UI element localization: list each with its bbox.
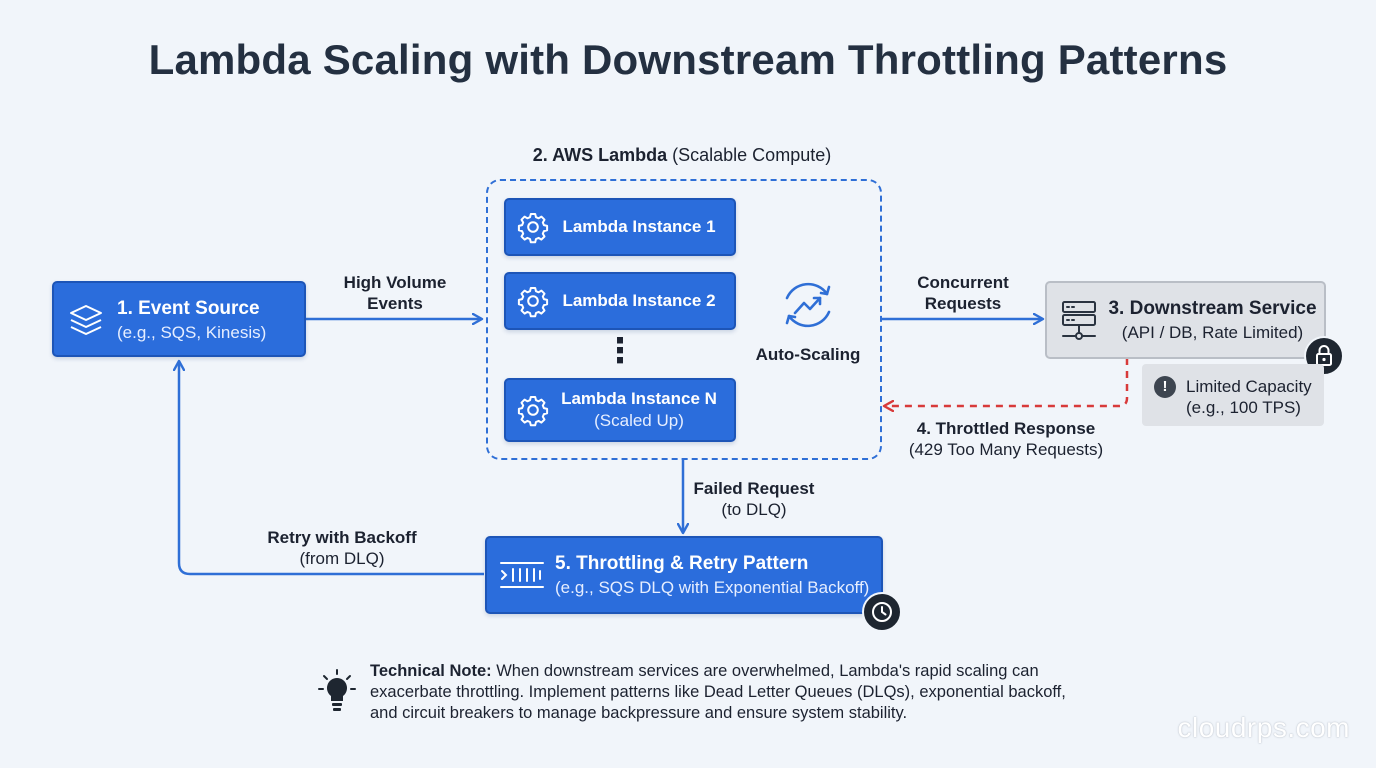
retry-pattern-title: 5. Throttling & Retry Pattern	[555, 553, 809, 574]
limited-capacity-line1: Limited Capacity	[1186, 377, 1312, 396]
lambda-heading: 2. AWS Lambda (Scalable Compute)	[532, 145, 832, 165]
lambda-instance-label: Lambda Instance 1	[562, 217, 716, 236]
layers-icon	[70, 305, 102, 335]
lambda-container	[486, 179, 882, 460]
throttled-response-label: 4. Throttled Response(429 Too Many Reque…	[908, 419, 1104, 459]
gear-icon	[517, 287, 549, 318]
clock-icon	[862, 592, 902, 632]
failed-request-label: Failed Request(to DLQ)	[693, 479, 815, 519]
event-source-box[interactable]: 1. Event Source (e.g., SQS, Kinesis)	[52, 281, 306, 357]
lightbulb-icon	[318, 669, 356, 711]
page-title: Lambda Scaling with Downstream Throttlin…	[148, 36, 1228, 83]
downstream-service-box[interactable]: 3. Downstream Service (API / DB, Rate Li…	[1045, 281, 1326, 359]
arrow-throttled-response	[884, 358, 1129, 406]
technical-note: Technical Note: When downstream services…	[370, 661, 1070, 724]
lambda-instance-sub: (Scaled Up)	[594, 411, 684, 430]
arrow-retry-backoff	[179, 361, 484, 576]
downstream-subtitle: (API / DB, Rate Limited)	[1121, 323, 1304, 342]
event-source-subtitle: (e.g., SQS, Kinesis)	[117, 323, 267, 342]
auto-scaling-label: Auto-Scaling	[755, 345, 861, 364]
retry-pattern-box[interactable]: 5. Throttling & Retry Pattern (e.g., SQS…	[485, 536, 883, 614]
auto-scaling-icon	[785, 282, 831, 328]
watermark: cloudrps.com	[1177, 712, 1350, 743]
limited-capacity-line2: (e.g., 100 TPS)	[1186, 398, 1301, 417]
downstream-title: 3. Downstream Service	[1108, 298, 1317, 319]
lambda-instance-2[interactable]: Lambda Instance 2	[504, 272, 736, 330]
lambda-instance-1[interactable]: Lambda Instance 1	[504, 198, 736, 256]
technical-note-label: Technical Note:	[370, 662, 492, 680]
lambda-instance-label: Lambda Instance 2	[562, 291, 716, 310]
queue-icon	[500, 562, 544, 588]
ellipsis-icon: ⋮	[603, 332, 637, 370]
gear-icon	[517, 396, 549, 427]
technical-note-text: When downstream services are overwhelmed…	[370, 662, 1066, 722]
lambda-instance-label: Lambda Instance N	[561, 389, 717, 408]
retry-backoff-label: Retry with Backoff(from DLQ)	[267, 528, 417, 568]
limited-capacity-callout: ! Limited Capacity (e.g., 100 TPS)	[1142, 364, 1324, 426]
warning-icon: !	[1154, 376, 1176, 398]
event-source-title: 1. Event Source	[117, 298, 260, 319]
lambda-instance-n[interactable]: Lambda Instance N (Scaled Up)	[504, 378, 736, 442]
gear-icon	[517, 213, 549, 244]
server-icon	[1062, 301, 1096, 340]
retry-pattern-subtitle: (e.g., SQS DLQ with Exponential Backoff)	[555, 578, 870, 597]
